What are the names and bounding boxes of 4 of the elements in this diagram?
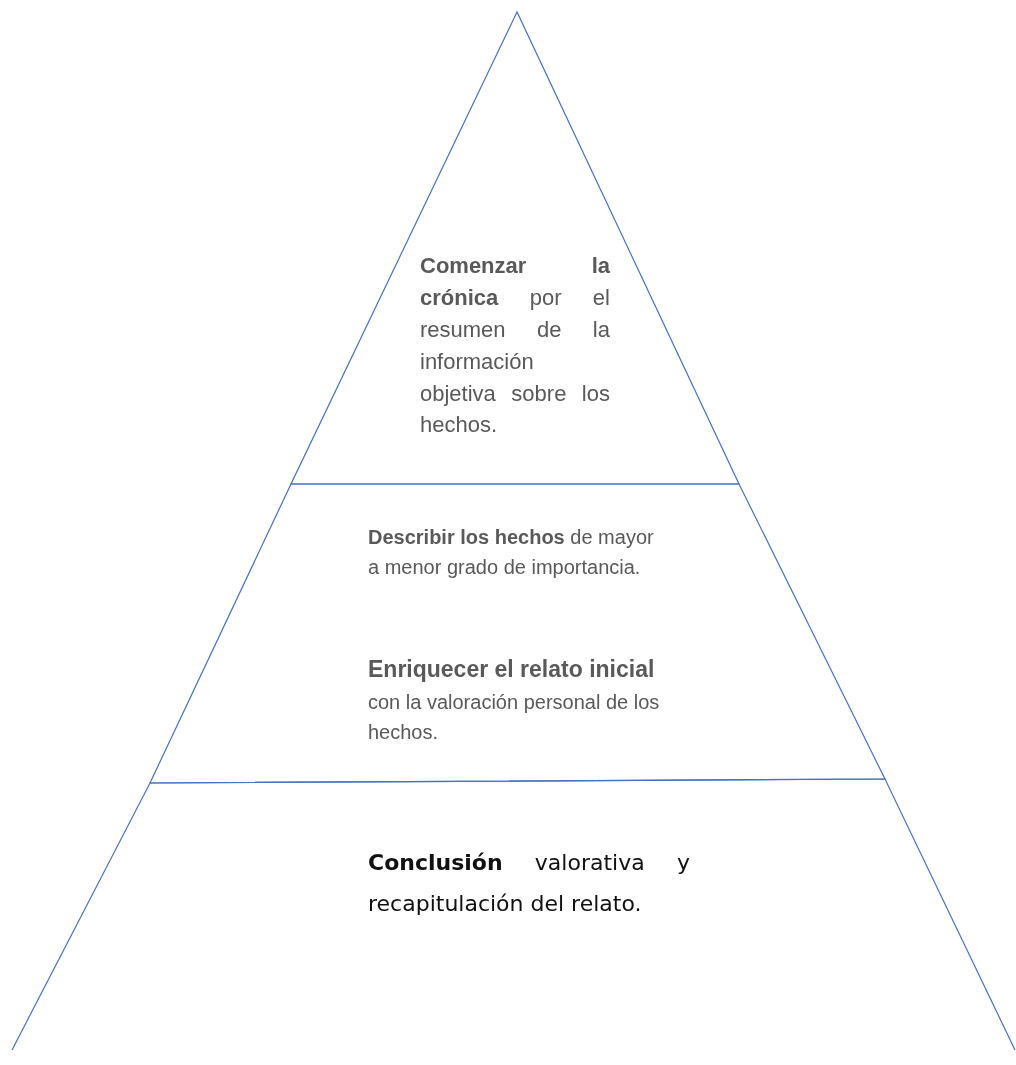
level-text: Describir los hechos de mayor a menor grado de importancia. [368,525,655,580]
level-text: Enriquecer el relato inicial con la valoración personal de los hechos. [368,655,661,745]
level-text: Comenzar la crónica por el resumen de la información objetiva sobre los hechos. [420,252,610,440]
level-text: Conclusión valorativa y recapitulación del relato. [368,849,690,918]
